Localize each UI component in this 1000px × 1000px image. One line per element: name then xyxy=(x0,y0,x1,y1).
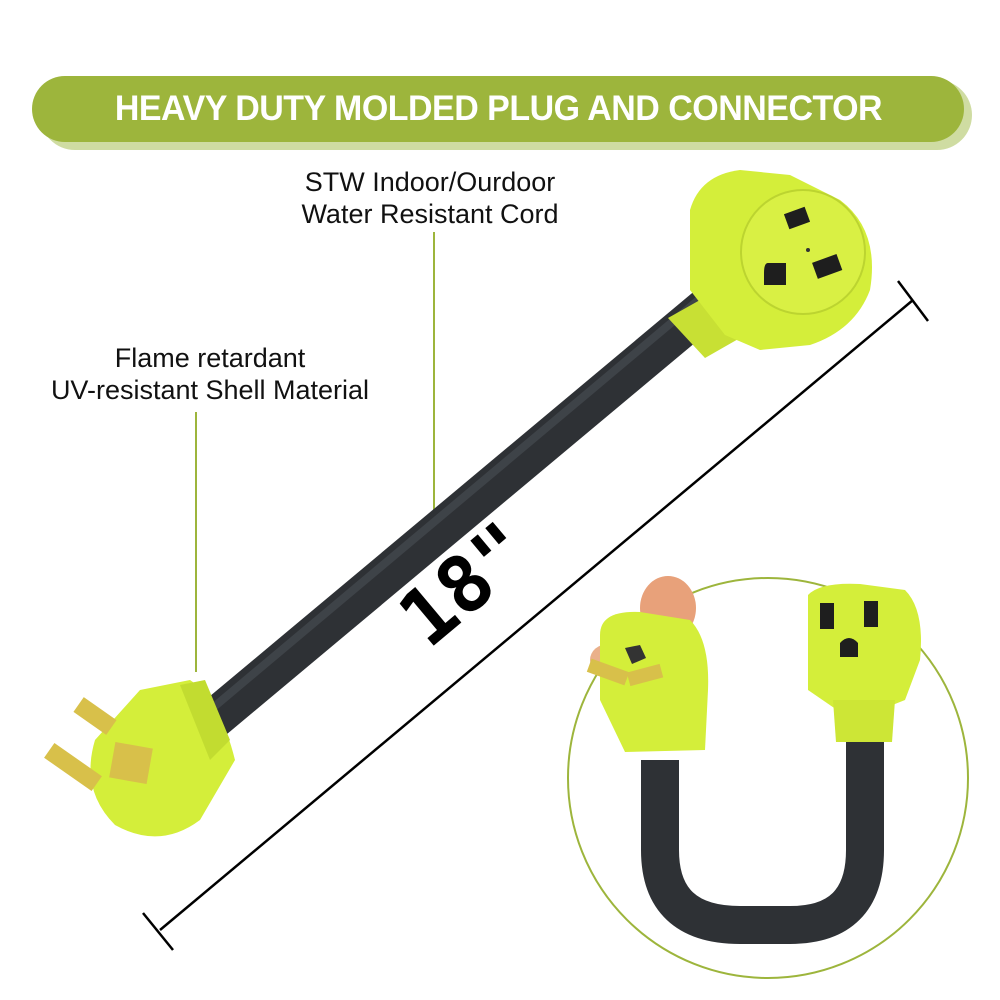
callout-cord-line1: STW Indoor/Ourdoor xyxy=(304,167,556,197)
callout-shell-line1: Flame retardant xyxy=(114,343,306,373)
callout-shell-line2: UV-resistant Shell Material xyxy=(50,375,370,405)
leader-line-shell xyxy=(195,412,197,672)
female-connector-icon xyxy=(668,170,872,358)
main-cord xyxy=(195,280,735,738)
headline-banner: HEAVY DUTY MOLDED PLUG AND CONNECTOR xyxy=(32,76,964,142)
callout-cord: STW Indoor/Ourdoor Water Resistant Cord xyxy=(270,166,590,230)
callout-shell: Flame retardant UV-resistant Shell Mater… xyxy=(20,342,400,406)
banner-title: HEAVY DUTY MOLDED PLUG AND CONNECTOR xyxy=(114,89,882,128)
leader-line-cord xyxy=(433,232,435,512)
male-plug-icon xyxy=(44,680,235,837)
callout-cord-line2: Water Resistant Cord xyxy=(301,199,559,229)
inset-detail-circle xyxy=(567,576,969,979)
dimension-line xyxy=(142,280,929,951)
